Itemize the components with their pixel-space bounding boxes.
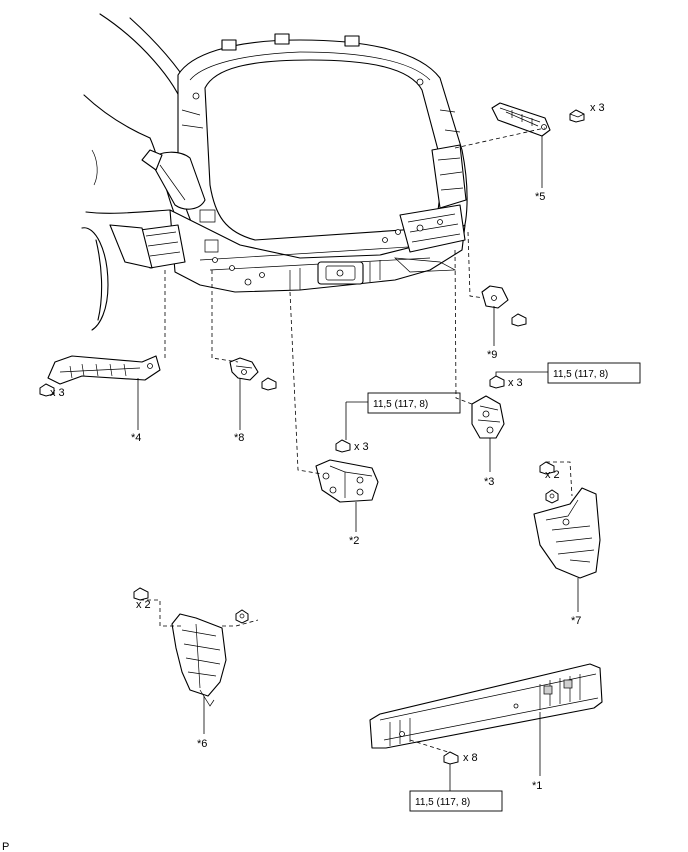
part-8-hook <box>229 357 259 381</box>
quantity-label-part-7: x 2 <box>545 469 560 481</box>
bolt-icon <box>569 109 585 123</box>
part-label-9: *9 <box>487 349 497 361</box>
bolt-icon <box>39 383 55 397</box>
bolt-icon <box>511 313 527 327</box>
part-9-bracket <box>481 285 509 309</box>
part-label-2: *2 <box>349 535 359 547</box>
bolt-icon <box>335 439 351 453</box>
part-label-7: *7 <box>571 615 581 627</box>
part-5-bracket <box>491 102 551 137</box>
quantity-label-part-6: x 2 <box>136 599 151 611</box>
vehicle-rear-body <box>81 13 468 331</box>
part-label-6: *6 <box>197 738 207 750</box>
torque-box-part-1 <box>409 790 503 812</box>
corner-mark: P <box>2 841 9 852</box>
part-3-lock <box>471 395 505 439</box>
part-label-4: *4 <box>131 432 141 444</box>
torque-value-part-3: 11,5 (117, 8) <box>553 369 608 380</box>
part-label-1: *1 <box>532 780 542 792</box>
bolt-icon <box>133 587 149 601</box>
part-label-3: *3 <box>484 476 494 488</box>
part-6-panel <box>171 613 227 707</box>
bolt-icon <box>489 375 505 389</box>
torque-value-part-2: 11,5 (117, 8) <box>373 399 428 410</box>
part-label-5: *5 <box>535 191 545 203</box>
part-7-panel <box>533 487 601 579</box>
part-label-8: *8 <box>234 432 244 444</box>
torque-box-part-3 <box>547 362 641 384</box>
part-1-reinforcement <box>369 663 603 749</box>
nut-icon <box>235 609 249 624</box>
bolt-icon <box>261 377 277 391</box>
quantity-label-part-2: x 3 <box>354 441 369 453</box>
bolt-icon <box>443 751 459 765</box>
torque-box-part-2 <box>367 392 461 414</box>
nut-icon <box>545 489 559 504</box>
quantity-label-part-1: x 8 <box>463 752 478 764</box>
quantity-label-part-4: x 3 <box>50 387 65 399</box>
part-2-striker <box>315 459 379 503</box>
quantity-label-part-3: x 3 <box>508 377 523 389</box>
part-4-bracket <box>47 355 161 385</box>
quantity-label-part-5: x 3 <box>590 102 605 114</box>
torque-value-part-1: 11,5 (117, 8) <box>415 797 470 808</box>
